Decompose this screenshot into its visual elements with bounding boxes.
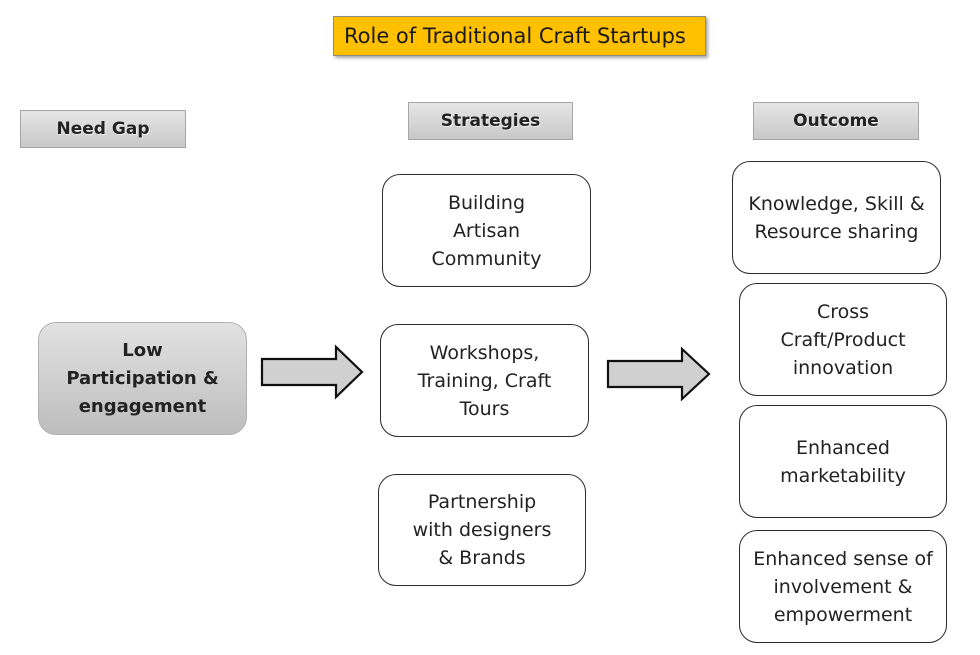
outcome-header: Outcome [753,102,919,140]
outcome-box-empowerment: Enhanced sense of involvement & empowerm… [739,530,947,643]
outcome-text: Enhanced marketability [780,436,906,487]
arrow-to-outcomes [606,346,711,402]
diagram-title: Role of Traditional Craft Startups [333,16,706,56]
strategies-header: Strategies [408,102,573,140]
strategy-text: Partnership with designers & Brands [412,491,552,569]
need-gap-text: Low Participation & engagement [66,339,219,417]
need-gap-header: Need Gap [20,110,186,148]
outcome-box-innovation: Cross Craft/Product innovation [739,283,947,396]
arrow-to-strategies [260,344,364,400]
outcome-text: Knowledge, Skill & Resource sharing [748,192,925,243]
outcome-text: Enhanced sense of involvement & empowerm… [753,547,933,626]
strategy-box-partnership: Partnership with designers & Brands [378,474,586,586]
outcome-box-marketability: Enhanced marketability [739,405,947,518]
strategy-box-workshops: Workshops, Training, Craft Tours [380,324,589,437]
strategy-box-community: Building Artisan Community [382,174,591,287]
strategy-text: Building Artisan Community [431,191,542,270]
strategy-text: Workshops, Training, Craft Tours [417,341,552,420]
need-gap-box: Low Participation & engagement [38,322,247,435]
outcome-text: Cross Craft/Product innovation [780,300,906,379]
outcome-box-knowledge: Knowledge, Skill & Resource sharing [732,161,941,274]
